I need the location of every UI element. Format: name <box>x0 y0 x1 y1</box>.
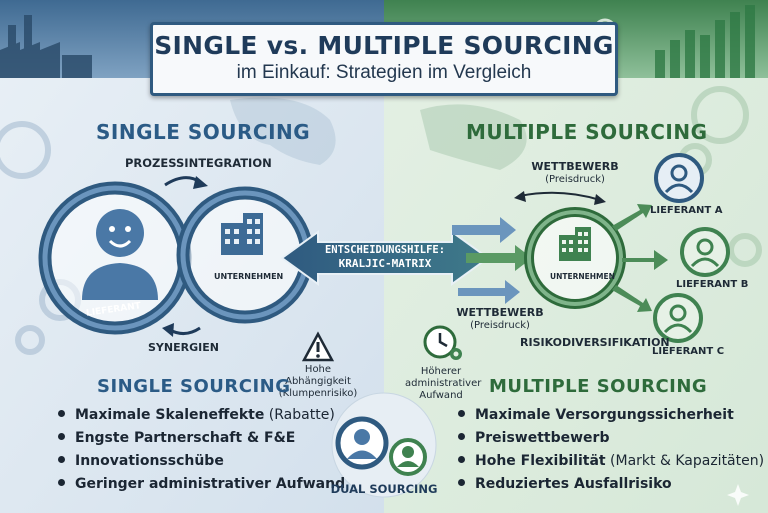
list-item: Maximale Skaleneffekte (Rabatte) <box>58 404 345 427</box>
dual-sourcing-icon <box>335 416 427 476</box>
risk-diversification-label: RISIKODIVERSIFIKATION <box>520 336 670 349</box>
main-title: SINGLE vs. MULTIPLE SOURCING <box>154 31 614 60</box>
multi-company-label: UNTERNEHMEN <box>550 272 615 281</box>
supplier-b-label: LIEFERANT B <box>676 279 749 290</box>
list-item: Maximale Versorgungssicherheit <box>458 404 764 427</box>
supplier-b-icon <box>680 227 730 277</box>
supplier-c-icon <box>653 293 703 343</box>
list-item: Reduziertes Ausfallrisiko <box>458 473 764 496</box>
factory-icon <box>0 15 92 78</box>
supplier-a-label: LIEFERANT A <box>650 205 723 216</box>
company-label: UNTERNEHMEN <box>214 272 284 281</box>
competition-sub: (Preisdruck) <box>545 174 605 185</box>
competition-label: WETTBEWERB <box>531 160 619 173</box>
synergy-label: SYNERGIEN <box>148 341 219 354</box>
decision-aid-line2: KRALJIC-MATRIX <box>338 257 432 270</box>
decision-aid-line1: ENTSCHEIDUNGSHILFE: <box>324 244 446 256</box>
single-advantages-list: Maximale Skaleneffekte (Rabatte) Engste … <box>58 404 345 496</box>
single-bottom-heading: SINGLE SOURCING <box>97 376 291 397</box>
multiple-advantages-list: Maximale Versorgungssicherheit Preiswett… <box>458 404 764 496</box>
green-building-icon <box>559 227 591 261</box>
multiple-heading: MULTIPLE SOURCING <box>466 120 708 144</box>
competition2-label: WETTBEWERB <box>456 306 544 319</box>
process-integration-label: PROZESSINTEGRATION <box>125 156 272 170</box>
competition2-sub: (Preisdruck) <box>470 320 530 331</box>
title-banner: SINGLE vs. MULTIPLE SOURCING im Einkauf:… <box>150 22 618 96</box>
decision-aid: ENTSCHEIDUNGSHILFE: KRALJIC-MATRIX <box>318 243 452 271</box>
warning-icon <box>301 331 335 362</box>
subtitle: im Einkauf: Strategien im Vergleich <box>236 62 532 83</box>
admin-note: Höherer administrativer Aufwand <box>405 366 482 401</box>
list-item: Preiswettbewerb <box>458 427 764 450</box>
bar-chart-icon <box>655 5 755 78</box>
dual-sourcing-label: DUAL SOURCING <box>330 482 438 496</box>
supplier-c-label: LIEFERANT C <box>652 346 725 357</box>
list-item: Engste Partnerschaft & F&E <box>58 427 345 450</box>
clock-icon <box>423 325 462 360</box>
list-item: Hohe Flexibilität (Markt & Kapazitäten) <box>458 450 764 473</box>
list-item: Geringer administrativer Aufwand <box>58 473 345 496</box>
supplier-person-icon <box>82 209 158 300</box>
single-heading: SINGLE SOURCING <box>96 120 311 144</box>
building-icon <box>221 213 263 255</box>
list-item: Innovationsschübe <box>58 450 345 473</box>
risk-note: Hohe Abhängigkeit (Klumpenrisiko) <box>278 364 358 399</box>
multiple-bottom-heading: MULTIPLE SOURCING <box>489 376 708 397</box>
supplier-a-icon <box>654 153 704 203</box>
